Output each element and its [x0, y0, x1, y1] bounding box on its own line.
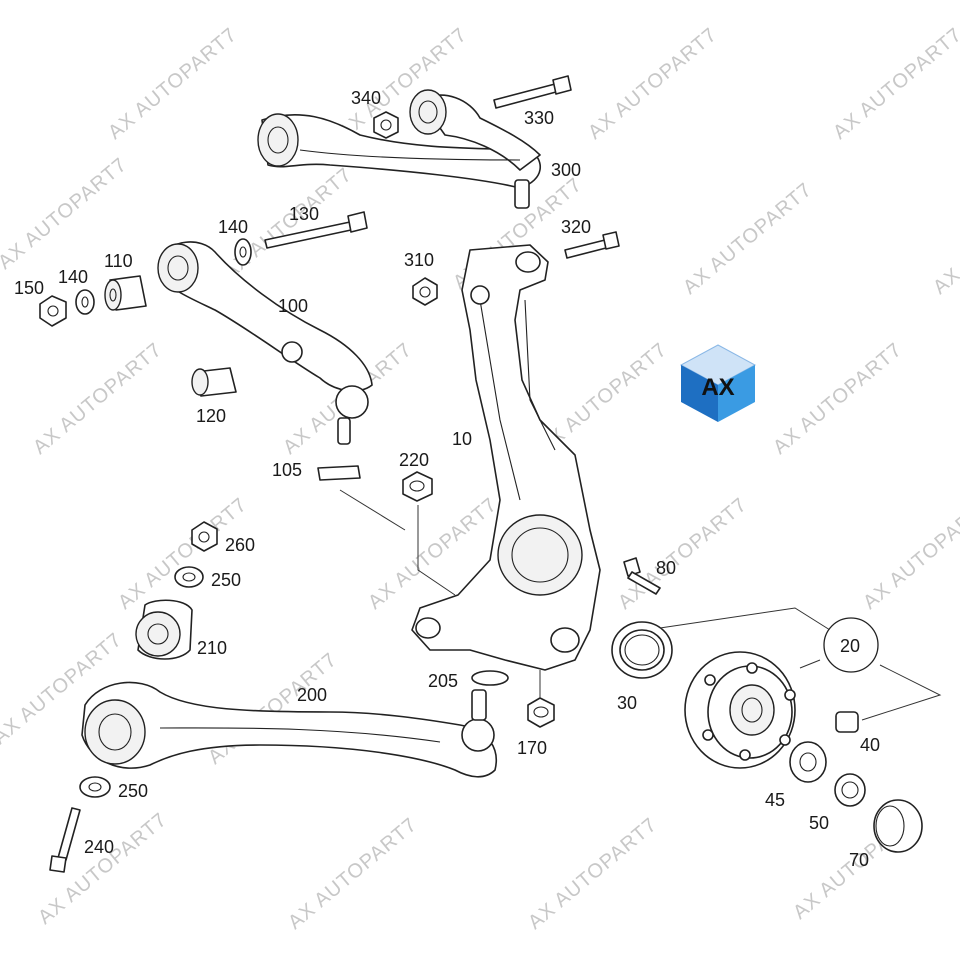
washer-250-lower: [79, 776, 111, 798]
label-205: 205: [428, 671, 458, 691]
label-140-left: 140: [58, 267, 88, 287]
watermark: AX AUTOPART7: [524, 814, 661, 934]
label-130: 130: [289, 204, 319, 224]
nut-310: [412, 277, 438, 306]
seal-ring-30: [611, 621, 673, 679]
label-200: 200: [297, 685, 327, 705]
bolt-320: [564, 231, 620, 259]
seal-105: [317, 465, 361, 481]
watermark: AX AUTOPART7: [104, 24, 241, 144]
label-45: 45: [765, 790, 785, 810]
label-320: 320: [561, 217, 591, 237]
ax-logo: AX: [679, 344, 757, 422]
label-70: 70: [849, 850, 869, 870]
part-labels: 340 330 300 130 140 320 310 110 140 150 …: [14, 88, 880, 870]
watermark: AX AUTOPART7: [29, 339, 166, 459]
nut-220: [402, 471, 433, 502]
steering-knuckle-10: [411, 244, 601, 671]
label-330: 330: [524, 108, 554, 128]
label-30: 30: [617, 693, 637, 713]
label-40: 40: [860, 735, 880, 755]
bushing-120: [191, 367, 237, 397]
label-10: 10: [452, 429, 472, 449]
wheel-hub-20: [684, 651, 796, 769]
label-240: 240: [84, 837, 114, 857]
bolt-240: [49, 807, 81, 873]
watermark: AX AUTOPART7: [829, 24, 960, 144]
label-340: 340: [351, 88, 381, 108]
nut-170: [527, 697, 555, 728]
logo-left-face: [681, 365, 718, 422]
dust-cap-70: [873, 799, 923, 853]
watermark: AX AUTOPART7: [929, 179, 960, 299]
washer-140-left: [75, 289, 95, 315]
label-105: 105: [272, 460, 302, 480]
watermark: AX AUTOPART7: [614, 494, 751, 614]
watermark: AX AUTOPART7: [284, 814, 421, 934]
leader-lines: [339, 489, 942, 721]
sleeve-40: [835, 711, 859, 733]
nut-260: [191, 521, 218, 552]
label-20: 20: [840, 636, 860, 656]
nut-150: [39, 295, 67, 327]
bushing-110: [104, 275, 147, 311]
label-140-upper: 140: [218, 217, 248, 237]
axle-nut-50: [834, 773, 866, 807]
bolt-330: [493, 75, 572, 109]
nut-340: [373, 111, 399, 139]
label-300: 300: [551, 160, 581, 180]
logo-text: AX: [701, 374, 734, 401]
watermark: AX AUTOPART7: [859, 494, 960, 614]
label-250-upper: 250: [211, 570, 241, 590]
washer-140-upper: [234, 238, 252, 266]
label-170: 170: [517, 738, 547, 758]
label-120: 120: [196, 406, 226, 426]
watermark: AX AUTOPART7: [679, 179, 816, 299]
label-110: 110: [104, 251, 133, 271]
upper-control-arm-300: [257, 89, 542, 209]
label-310: 310: [404, 250, 434, 270]
label-150: 150: [14, 278, 44, 298]
control-arm-100: [157, 241, 373, 445]
washer-45: [789, 741, 827, 783]
label-220: 220: [399, 450, 429, 470]
watermark: AX AUTOPART7: [584, 24, 721, 144]
label-260: 260: [225, 535, 255, 555]
callout-circle-20: [823, 617, 879, 673]
seal-205: [471, 670, 509, 686]
bolt-130: [264, 211, 368, 249]
logo-right-face: [718, 365, 755, 422]
label-80: 80: [656, 558, 676, 578]
watermark: AX AUTOPART7: [769, 339, 906, 459]
label-250-lower: 250: [118, 781, 148, 801]
label-100: 100: [278, 296, 308, 316]
label-50: 50: [809, 813, 829, 833]
washer-250-upper: [174, 566, 204, 588]
lower-control-arm-200: [81, 681, 497, 778]
label-210: 210: [197, 638, 227, 658]
bushing-210: [135, 599, 193, 660]
bolt-80: [623, 557, 661, 595]
